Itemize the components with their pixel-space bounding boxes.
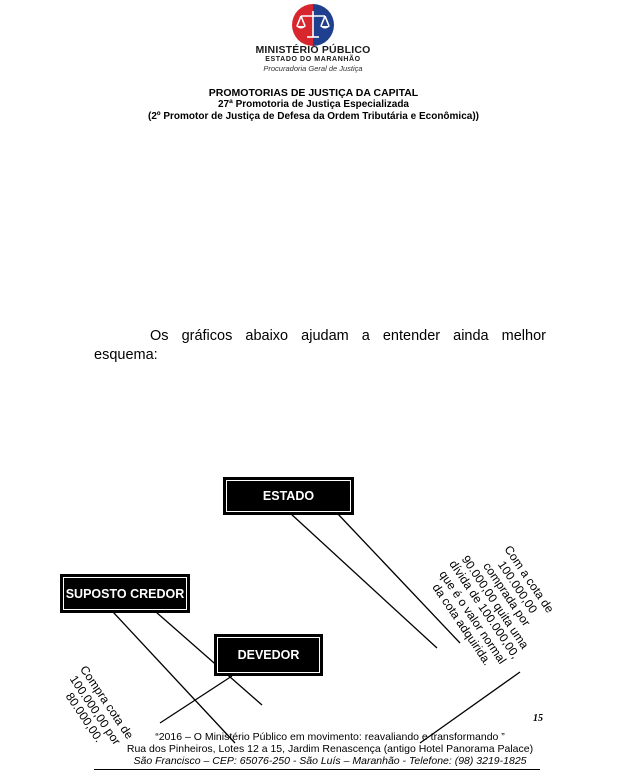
suposto-credor-label: SUPOSTO CREDOR [65,586,185,601]
footer-line-1: “2016 – O Ministério Público em moviment… [155,731,505,743]
estado-box: ESTADO [223,477,354,515]
connector-line [155,611,263,706]
estado-label: ESTADO [262,489,315,503]
connector-line [289,512,438,649]
box-border [217,637,320,673]
header-line-1: PROMOTORIAS DE JUSTIÇA DA CAPITAL [208,87,419,99]
suposto-credor-box: SUPOSTO CREDOR [60,574,190,613]
box-border [63,577,187,610]
logo-subtitle: ESTADO DO MARANHÃO [265,56,361,63]
ministerio-publico-emblem-icon [292,4,334,46]
devedor-label: DEVEDOR [237,648,300,662]
devedor-box: DEVEDOR [214,634,323,676]
box-border [226,480,351,512]
connector-line [419,671,521,744]
logo-org: Procuradoria Geral de Justiça [263,64,363,73]
footer-line-3: São Francisco – CEP: 65076-250 - São Luí… [133,755,527,767]
body-paragraph: Os gráficos abaixo ajudam a entender ain… [94,328,546,363]
footer-line-2: Rua dos Pinheiros, Lotes 12 a 15, Jardim… [126,743,534,755]
connector-line [336,512,461,644]
logo-title: MINISTÉRIO PÚBLICO [255,44,371,56]
page-number: 15 [533,713,543,724]
header-line-2: 27ª Promotoria de Justiça Especializada [217,99,409,110]
footer-divider [94,769,540,770]
header-line-3: (2º Promotor de Justiça de Defesa da Ord… [148,111,479,122]
connector-line [112,611,236,744]
connector-line [159,675,233,724]
